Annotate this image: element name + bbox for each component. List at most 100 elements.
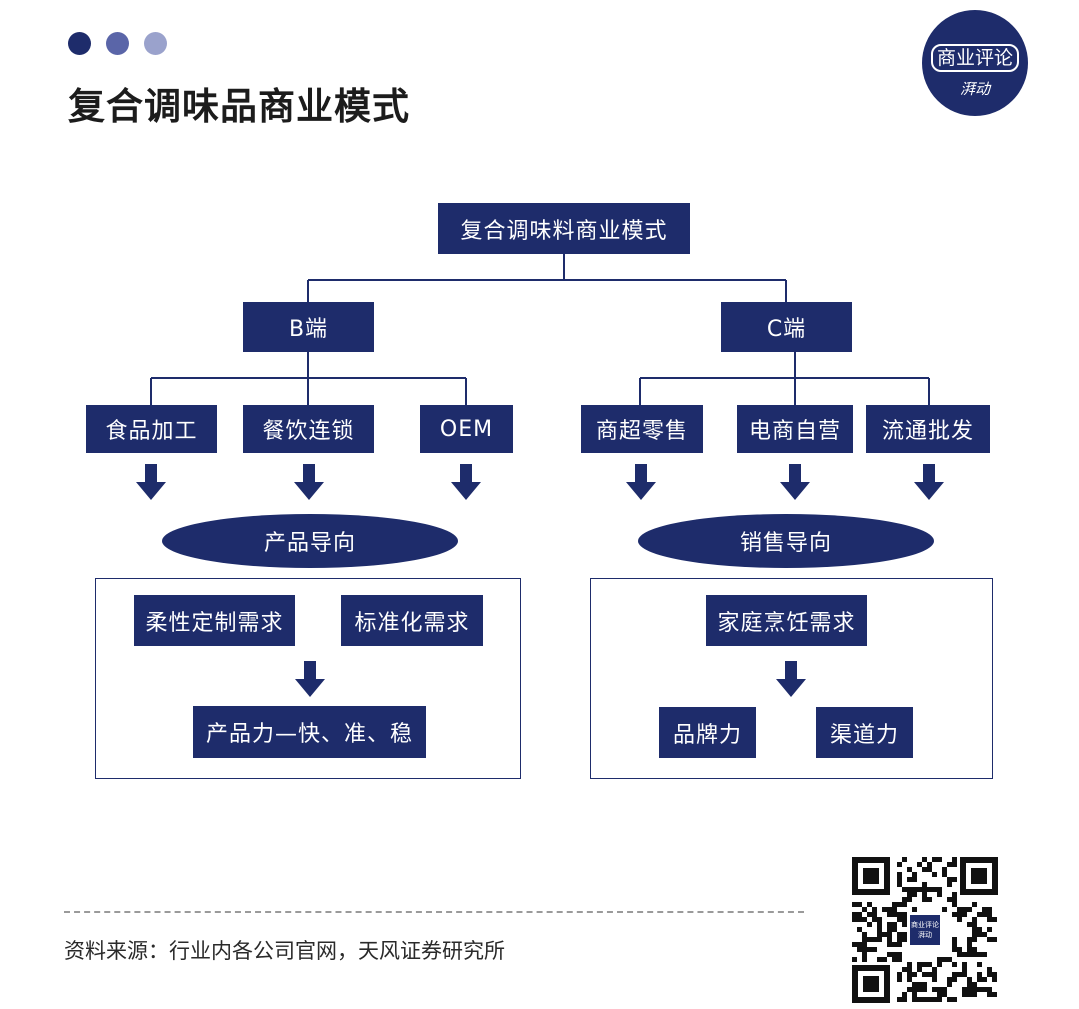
qr-module	[922, 887, 927, 892]
qr-module	[917, 987, 922, 992]
qr-module	[912, 877, 917, 882]
qr-module	[907, 877, 912, 882]
qr-module	[907, 962, 912, 967]
down-arrow-icon	[780, 464, 810, 500]
qr-module	[962, 962, 967, 967]
qr-module	[917, 982, 922, 987]
qr-module	[902, 922, 907, 927]
qr-module	[972, 902, 977, 907]
down-arrow-icon	[914, 464, 944, 500]
qr-module	[992, 972, 997, 977]
qr-module	[852, 957, 857, 962]
qr-module	[857, 942, 862, 947]
qr-module	[977, 962, 982, 967]
qr-module	[952, 902, 957, 907]
qr-module	[887, 927, 892, 932]
qr-module	[897, 932, 902, 937]
qr-module	[977, 977, 982, 982]
b-result-node: 产品力—快、准、稳	[193, 706, 426, 758]
qr-module	[922, 987, 927, 992]
qr-module	[977, 932, 982, 937]
qr-module	[932, 967, 937, 972]
qr-module	[862, 952, 867, 957]
b-needs-frame	[95, 578, 521, 779]
qr-module	[962, 987, 967, 992]
qr-module	[872, 907, 877, 912]
qr-module	[962, 967, 967, 972]
qr-module	[982, 932, 987, 937]
qr-module	[897, 937, 902, 942]
qr-module	[912, 982, 917, 987]
qr-module	[947, 977, 952, 982]
qr-module	[852, 942, 857, 947]
qr-module	[902, 887, 907, 892]
b-child-node-2: 餐饮连锁	[243, 405, 374, 453]
qr-module	[917, 967, 922, 972]
c-child-label-1: 商超零售	[595, 419, 688, 444]
logo-sub-text: 湃动	[959, 80, 990, 98]
qr-module	[912, 992, 917, 997]
qr-module	[897, 917, 902, 922]
qr-module	[952, 997, 957, 1002]
qr-module	[877, 957, 882, 962]
qr-module	[862, 907, 867, 912]
qr-module	[992, 992, 997, 997]
qr-module	[942, 987, 947, 992]
qr-logo-icon: 商业评论 湃动	[907, 912, 943, 948]
qr-module	[887, 937, 892, 942]
qr-module	[922, 897, 927, 902]
qr-module	[877, 922, 882, 927]
qr-module	[902, 932, 907, 937]
qr-code[interactable]: 商业评论 湃动	[850, 855, 1000, 1005]
qr-module	[862, 957, 867, 962]
qr-module	[987, 937, 992, 942]
b-child-node-3: OEM	[420, 405, 513, 453]
qr-module	[947, 862, 952, 867]
qr-module	[907, 972, 912, 977]
qr-module	[937, 892, 942, 897]
qr-module	[867, 902, 872, 907]
qr-module	[952, 962, 957, 967]
qr-module	[867, 922, 872, 927]
qr-module	[952, 977, 957, 982]
qr-module	[982, 952, 987, 957]
qr-module	[897, 912, 902, 917]
b-end-node: B端	[243, 302, 374, 352]
qr-module	[937, 857, 942, 862]
qr-module	[972, 947, 977, 952]
qr-module	[922, 882, 927, 887]
qr-module	[967, 947, 972, 952]
qr-module	[917, 887, 922, 892]
qr-module	[852, 917, 857, 922]
qr-module	[947, 897, 952, 902]
qr-module	[987, 912, 992, 917]
qr-module	[857, 917, 862, 922]
qr-module	[942, 872, 947, 877]
qr-module	[892, 957, 897, 962]
b-end-label: B端	[288, 317, 329, 342]
qr-module	[972, 992, 977, 997]
root-node-label: 复合调味料商业模式	[460, 218, 668, 244]
qr-module	[967, 942, 972, 947]
qr-module	[967, 937, 972, 942]
brand-logo: 商业评论 湃动	[922, 10, 1028, 116]
qr-module	[902, 917, 907, 922]
qr-module	[937, 992, 942, 997]
qr-module	[927, 997, 932, 1002]
qr-module	[872, 937, 877, 942]
qr-module	[942, 957, 947, 962]
qr-module	[967, 977, 972, 982]
down-arrow-icon	[776, 661, 806, 697]
qr-module	[852, 912, 857, 917]
qr-logo-sub: 湃动	[918, 931, 932, 939]
qr-module	[872, 947, 877, 952]
qr-module	[897, 877, 902, 882]
qr-pattern	[852, 857, 998, 1003]
qr-module	[922, 867, 927, 872]
qr-module	[922, 892, 927, 897]
c-needs-frame	[590, 578, 993, 779]
qr-module	[952, 912, 957, 917]
page-title: 复合调味品商业模式	[68, 85, 410, 128]
qr-module	[987, 992, 992, 997]
qr-module	[887, 907, 892, 912]
